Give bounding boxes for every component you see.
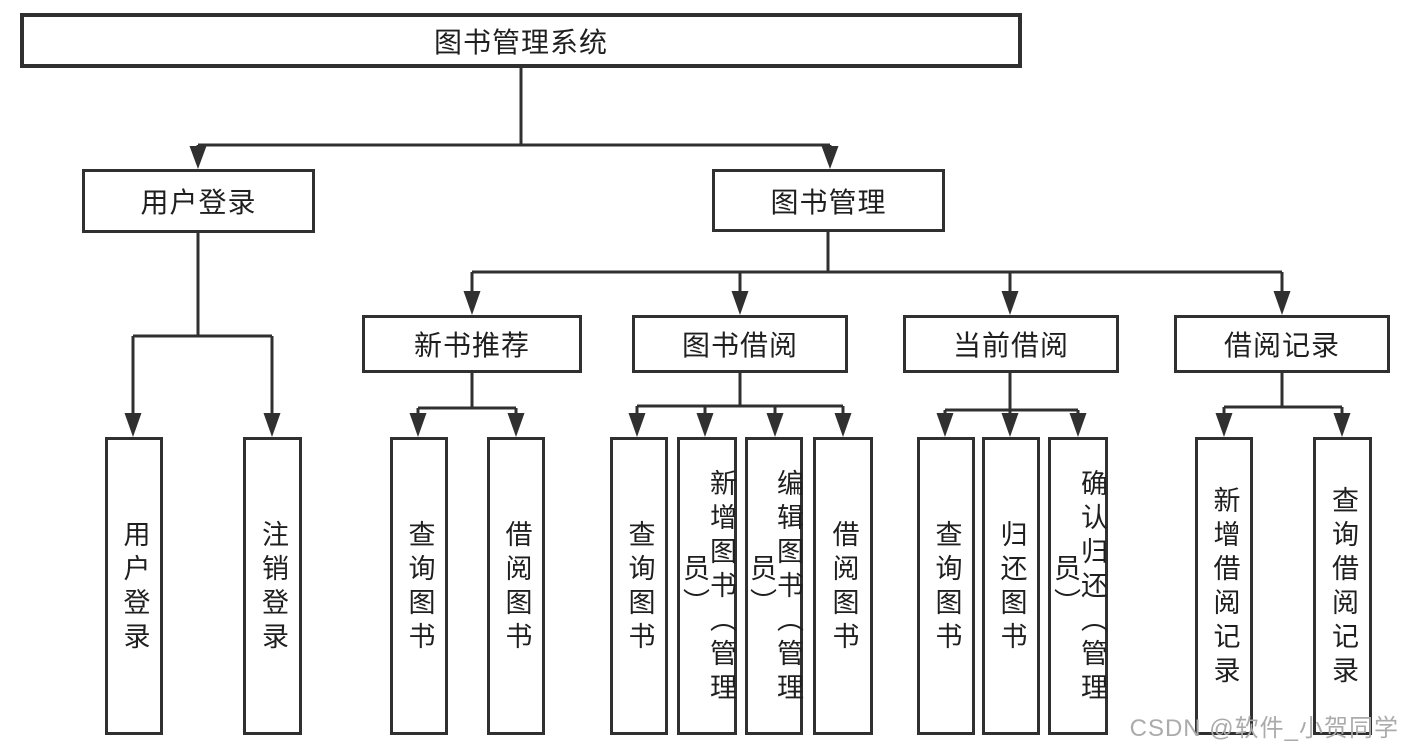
leaf-query-books-recommend: 查询图书 [390,437,448,735]
node-new-book-recommend: 新书推荐 [362,315,582,373]
leaf-query-books-current: 查询图书 [917,437,975,735]
leaf-logout: 注销登录 [243,437,302,735]
leaf-borrow-books-borrowing: 借阅图书 [813,437,873,735]
connector-borrowing-records-to-leaves [1215,373,1351,437]
connector-book-borrowing-to-leaves [628,373,852,437]
csdn-watermark: CSDN @软件_小贺同学 [1129,715,1399,742]
connector-user-login-to-leaves [124,233,281,437]
leaf-edit-books-admin: 编辑图书（管理员） [745,437,803,735]
node-book-borrowing: 图书借阅 [632,315,848,373]
node-current-borrowing: 当前借阅 [903,315,1119,373]
connector-root-to-level2 [189,68,839,169]
leaf-query-borrow-record: 查询借阅记录 [1313,437,1372,735]
node-borrowing-records: 借阅记录 [1174,315,1390,373]
leaf-add-borrow-record: 新增借阅记录 [1195,437,1253,735]
leaf-confirm-return-admin: 确认归还（管理员） [1048,437,1108,735]
node-user-login: 用户登录 [82,169,315,233]
connector-current-borrowing-to-leaves [936,373,1087,437]
connector-new-book-recommend-to-leaves [409,373,525,437]
node-book-management: 图书管理 [712,169,945,232]
leaf-return-books: 归还图书 [982,437,1040,735]
connector-book-management-to-level3 [463,232,1291,315]
node-root: 图书管理系统 [20,13,1022,68]
leaf-user-login: 用户登录 [105,437,163,735]
leaf-query-books-borrowing: 查询图书 [610,437,668,735]
leaf-borrow-books-recommend: 借阅图书 [487,437,545,735]
leaf-add-books-admin: 新增图书（管理员） [677,437,737,735]
